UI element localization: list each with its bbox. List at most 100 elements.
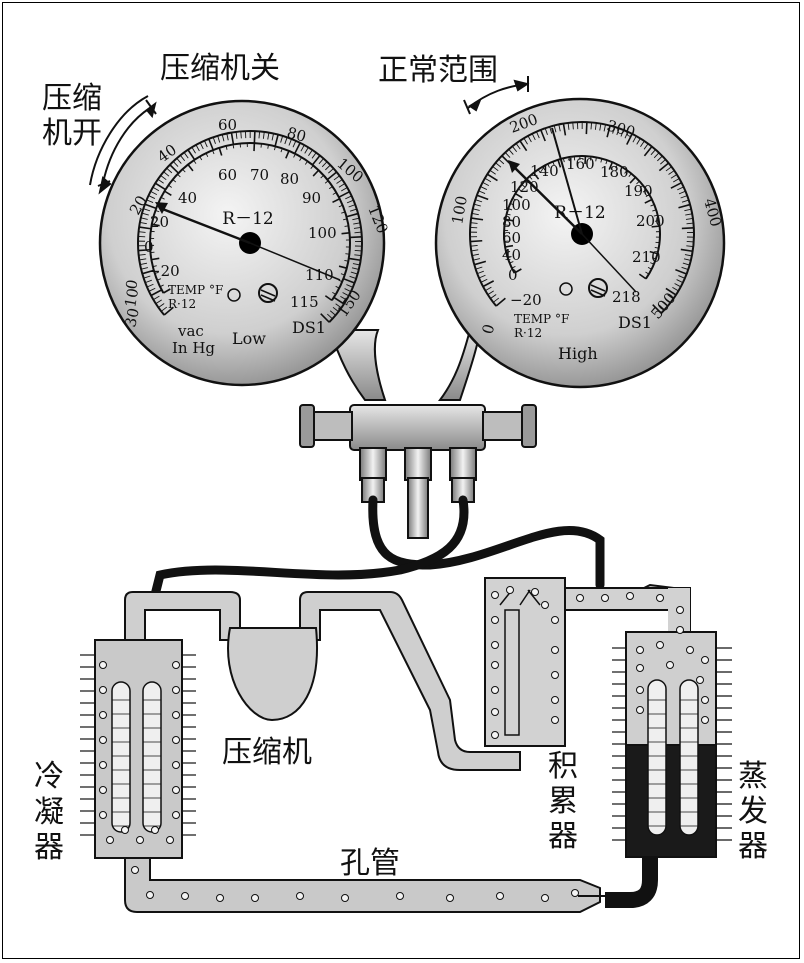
scale-tick [685,213,693,216]
scale-tick [350,271,358,275]
scale-tick [148,287,156,292]
scale-tick [527,135,532,143]
refrigerant-bubble [576,594,584,602]
discharge-pipe [124,591,521,771]
high-gauge-brand: DS1 [618,313,652,332]
refrigerant-bubble [626,592,634,600]
refrigerant-bubble [131,866,139,874]
scale-tick [191,146,196,154]
scale-tick [336,179,343,184]
refrigerant-bubble [636,706,644,714]
scale-tick [665,287,677,296]
low-gauge-temp-ref: R·12 [168,297,196,311]
low-gauge-needle [159,206,251,245]
refrigerant-bubble [491,591,499,599]
scale-tick [649,250,658,255]
scale-tick [672,286,679,292]
high-inner-160: 160 [566,155,595,173]
refrigerant-bubble [496,892,504,900]
scale-tick [562,123,567,136]
scale-tick [332,198,341,204]
refrigerant-bubble [636,646,644,654]
refrigerant-bubble [571,889,579,897]
scale-tick [658,162,670,172]
high-inner-190: 190 [624,182,653,200]
scale-tick [292,140,297,148]
low-gauge-refrigerant: R－12 [222,209,273,229]
scale-tick [349,275,357,279]
scale-tick [321,161,328,168]
scale-tick [144,203,157,210]
refrigerant-bubble [491,731,499,739]
scale-tick [148,195,156,199]
scale-tick [487,290,494,296]
scale-tick [333,296,345,305]
scale-tick [139,221,147,225]
scale-tick [176,158,182,164]
scale-tick [150,289,163,297]
refrigerant-bubble [99,711,107,719]
scale-tick [195,144,200,152]
scale-tick [294,142,301,154]
scale-tick [480,278,488,283]
high-gauge-adjust-screw[interactable] [588,278,608,298]
refrigerant-bubble [172,711,180,719]
scale-tick [626,133,633,145]
scale-tick [471,217,484,221]
scale-tick [354,254,362,257]
scale-tick [212,137,216,144]
scale-tick [657,155,663,162]
scale-tick [549,126,553,134]
scale-tick [678,203,691,209]
service-hoses [150,495,605,600]
refrigerant-bubble [636,664,644,672]
condenser-body [94,639,183,859]
scale-tick [308,149,313,157]
scale-tick [311,155,321,166]
low-outer-0: 0 [122,278,141,291]
scale-tick [678,275,686,279]
low-gauge-brand: DS1 [292,318,326,337]
scale-tick [658,304,665,311]
evaporator-fins [612,647,732,841]
scale-tick [675,268,687,275]
scale-tick [660,159,666,165]
scale-tick [326,313,333,320]
refrigerant-bubble [601,594,609,602]
scale-tick [160,306,168,312]
scale-tick [472,253,480,256]
scale-tick [482,280,495,288]
evaporator-label-2: 发 [738,794,768,829]
scale-tick [478,274,486,279]
condenser-label-1: 冷 [34,759,64,794]
scale-tick [653,152,660,159]
scale-tick [612,126,616,134]
low-outer-80: 80 [285,123,308,145]
scale-tick [338,190,350,198]
accumulator-label-2: 累 [548,784,578,819]
refrigerant-bubble [151,826,159,834]
refrigerant-bubble [551,616,559,624]
scale-tick [484,177,492,183]
refrigerant-bubble [551,671,559,679]
scale-tick [338,183,346,188]
scale-tick [187,164,194,172]
refrigerant-bubble [106,836,114,844]
low-outer-30: 30 [121,306,143,328]
compressor-label: 压缩机 [222,735,312,770]
scale-tick [683,258,691,261]
scale-tick [478,190,486,195]
low-gauge-adjust-screw[interactable] [258,283,278,303]
low-gauge-scale-ticks [137,130,363,323]
scale-tick [681,266,689,270]
refrigerant-bubble [531,588,539,596]
high-inner-100: 100 [502,196,531,214]
scale-tick [157,178,164,184]
scale-tick [340,295,347,301]
high-outer-0: 0 [478,322,498,336]
scale-tick [667,294,674,300]
scale-tick [495,297,506,307]
scale-tick [284,137,288,145]
high-gauge-scale-ticks [469,121,695,314]
scale-tick [166,167,173,174]
